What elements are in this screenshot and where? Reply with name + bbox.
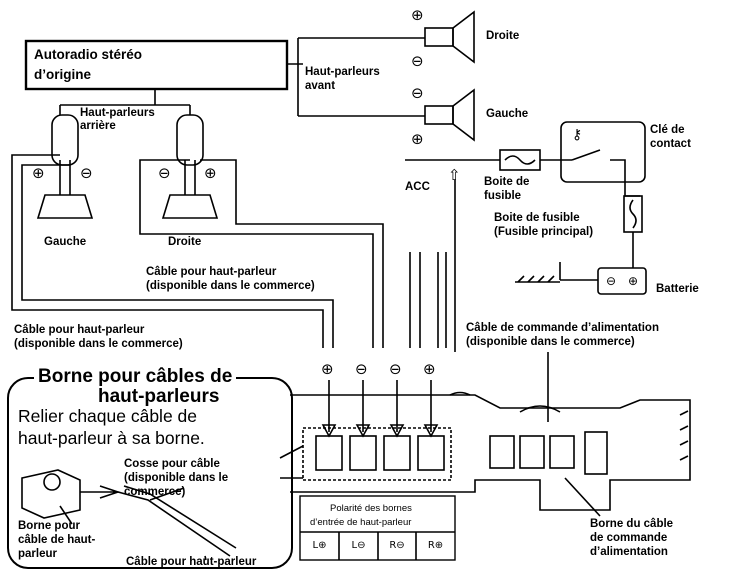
terminal-label-3: parleur [18,548,57,560]
acc-line [405,159,572,352]
power-terminal-label-3: d’alimentation [590,546,668,558]
rear-right-cable [161,114,219,219]
polarity-title-2: d’entrée de haut-parleur [310,517,412,528]
head-unit-box [24,39,289,91]
terminal-plus-icon: ⊕ [423,360,436,378]
terminal-label-2: câble de haut- [18,534,96,546]
minus-icon: ⊖ [411,52,424,70]
ignition-label-2: contact [650,138,691,150]
callout-cable-label: Câble pour haut-parleur [126,556,257,568]
battery-body [597,267,647,295]
speaker-cable-b-label-2: (disponible dans le commerce) [14,338,183,350]
power-terminal-label-1: Borne du câble [590,518,674,530]
acc-label: ACC [405,181,430,193]
terminal-label-1: Borne pour [18,520,80,532]
power-cable-label-1: Câble de commande d’alimentation [466,322,659,334]
polarity-title-1: Polarité des bornes [330,503,412,514]
ignition-label-1: Clé de [650,124,685,136]
front-speaker-wire [287,37,425,117]
power-terminals [489,435,575,469]
polarity-cell-l-plus: L⊕ [312,540,327,551]
terminal-minus-icon: ⊖ [389,360,402,378]
front-speakers-label-1: Haut-parleurs [305,66,380,78]
callout-body-1: Relier chaque câble de [18,406,198,426]
minus-icon: ⊖ [411,84,424,102]
callout-title-2: haut-parleurs [94,386,224,408]
front-wire-down [409,252,447,348]
speaker-cable-a-label-1: Câble pour haut-parleur [146,266,277,278]
minus-icon: ⊖ [80,164,93,182]
minus-icon: ⊖ [158,164,171,182]
main-fuse-label-1: Boite de fusible [494,212,580,224]
plus-icon: ⊕ [411,6,424,24]
lug-label-2: (disponible dans le [124,472,229,484]
rear-right-label: Droite [168,236,202,248]
amplifier-body [290,394,691,511]
plus-icon: ⊕ [204,164,217,182]
head-unit-label-1: Autoradio stéréo [34,47,143,62]
plus-icon: ⊕ [32,164,45,182]
terminal-plus-icon: ⊕ [321,360,334,378]
front-speakers-label-2: avant [305,80,336,92]
plus-icon: ⊕ [411,130,424,148]
rear-left-label: Gauche [44,236,87,248]
polarity-cell-r-plus: R⊕ [427,540,444,551]
ignition-box [560,121,646,183]
polarity-cell-l-minus: L⊖ [351,540,366,551]
front-left-speaker [424,88,475,142]
rear-right-wire-run [139,159,384,348]
terminal-minus-icon: ⊖ [355,360,368,378]
minus-icon: ⊖ [606,274,617,288]
front-left-label: Gauche [486,108,529,120]
power-cable-label-2: (disponible dans le commerce) [466,336,635,348]
lug-label-1: Cosse pour câble [124,458,220,470]
rear-left-wire-run [11,154,334,348]
lug-label-3: commerce) [124,486,186,498]
fuse-box [499,149,541,171]
front-right-label: Droite [486,30,520,42]
speaker-cable-a-label-2: (disponible dans le commerce) [146,280,315,292]
key-icon: ⚷ [572,127,583,143]
rear-speakers-label-1: Haut-parleurs [80,107,155,119]
power-terminal-label-2: de commande [590,532,668,544]
callout-title-1: Borne pour câbles de [34,366,237,388]
plus-icon: ⊕ [628,274,639,288]
rear-speakers-label-2: arrière [80,120,116,132]
fuse-box-label-1: Boite de [484,176,530,188]
amp-connector [584,431,608,475]
polarity-cell-r-minus: R⊖ [389,540,405,551]
up-arrow-icon: ⇧ [448,166,461,184]
callout-body-2: haut-parleur à sa borne. [18,428,205,448]
front-right-speaker [424,10,475,64]
main-fuse-label-2: (Fusible principal) [494,226,594,238]
speaker-cable-b-label-1: Câble pour haut-parleur [14,324,145,336]
rear-speaker-wire [59,89,191,115]
battery-label: Batterie [656,283,699,295]
terminal-illustration [21,469,237,557]
speaker-terminals [315,380,445,471]
fuse-box-label-2: fusible [484,190,522,202]
head-unit-label-2: d’origine [34,67,91,82]
